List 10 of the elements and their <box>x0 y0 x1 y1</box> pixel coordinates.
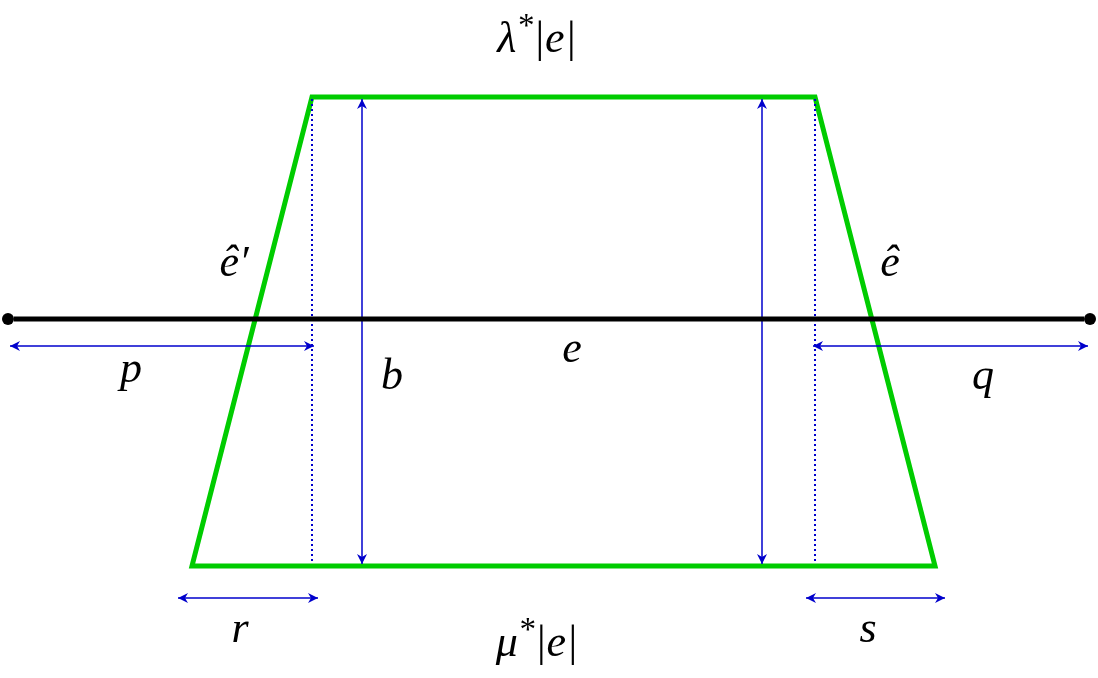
math-label: q <box>972 353 994 397</box>
math-label: b <box>381 353 403 397</box>
math-label: r <box>231 606 249 650</box>
edge-label: e <box>562 326 582 370</box>
math-label: ê <box>880 240 900 284</box>
math-label: ê′ <box>219 240 249 284</box>
math-label: μ$^{*}$|e| <box>495 620 579 664</box>
math-label: s <box>859 606 877 650</box>
line-segment <box>14 316 1084 322</box>
math-label: λ$^{*}$|e| <box>497 16 577 60</box>
